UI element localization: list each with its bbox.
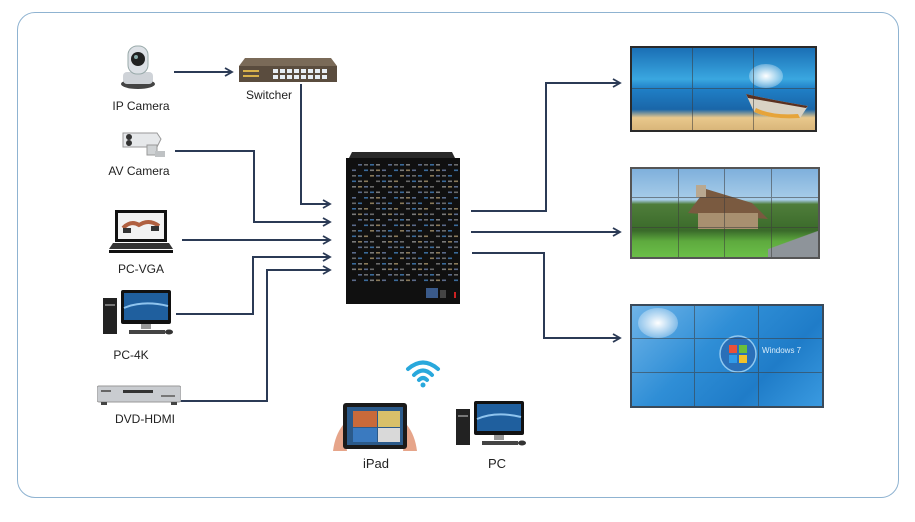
windows-logo-icon [719, 335, 757, 373]
wall-grid [632, 306, 822, 406]
tablet-icon [333, 403, 417, 451]
wire-matrix-wall3 [472, 252, 622, 343]
wifi-icon [405, 358, 441, 388]
pc-label: PC [487, 456, 507, 471]
av-camera-device [117, 131, 167, 159]
ipad-label: iPad [362, 456, 390, 471]
av-camera-icon [122, 132, 165, 157]
ip-camera-label: IP Camera [112, 99, 170, 113]
network-switch-icon [239, 58, 337, 82]
wire-switcher-matrix [300, 84, 332, 209]
pc-4k-label: PC-4K [113, 348, 149, 362]
matrix-switcher-device [344, 152, 462, 306]
video-wall-windows: Windows 7 [630, 304, 824, 408]
desktop-pc-icon [456, 401, 526, 446]
cottage-icon [688, 185, 768, 229]
ip-camera-device [119, 42, 157, 90]
video-wall-beach [630, 46, 817, 132]
wire-avcam-matrix [175, 150, 332, 227]
wall-grid [632, 169, 818, 257]
video-wall-cottage [630, 167, 820, 259]
dvd-player-device [96, 384, 182, 406]
pc-4k-device [103, 290, 175, 338]
pc-vga-label: PC-VGA [117, 262, 164, 276]
dvd-hdmi-label: DVD-HDMI [115, 412, 175, 426]
matrix-chassis-icon [346, 152, 460, 304]
ipad-device [333, 401, 417, 453]
laptop-device [109, 208, 173, 254]
wire-dvd-matrix [180, 265, 332, 402]
desktop-pc-icon [103, 290, 173, 335]
wall-grid [632, 48, 815, 130]
switcher-label: Switcher [246, 88, 293, 102]
ip-camera-icon [121, 45, 155, 89]
network-switch-device [239, 58, 337, 82]
wire-pc4k-matrix [176, 252, 332, 315]
windows-text: Windows 7 [762, 346, 802, 355]
diagram-frame [17, 12, 899, 498]
control-pc-device [456, 401, 528, 449]
wire-matrix-wall1 [471, 78, 622, 212]
av-camera-label: AV Camera [108, 164, 170, 178]
dvd-player-icon [96, 385, 182, 405]
boat-icon [746, 94, 808, 119]
laptop-icon [109, 210, 173, 253]
